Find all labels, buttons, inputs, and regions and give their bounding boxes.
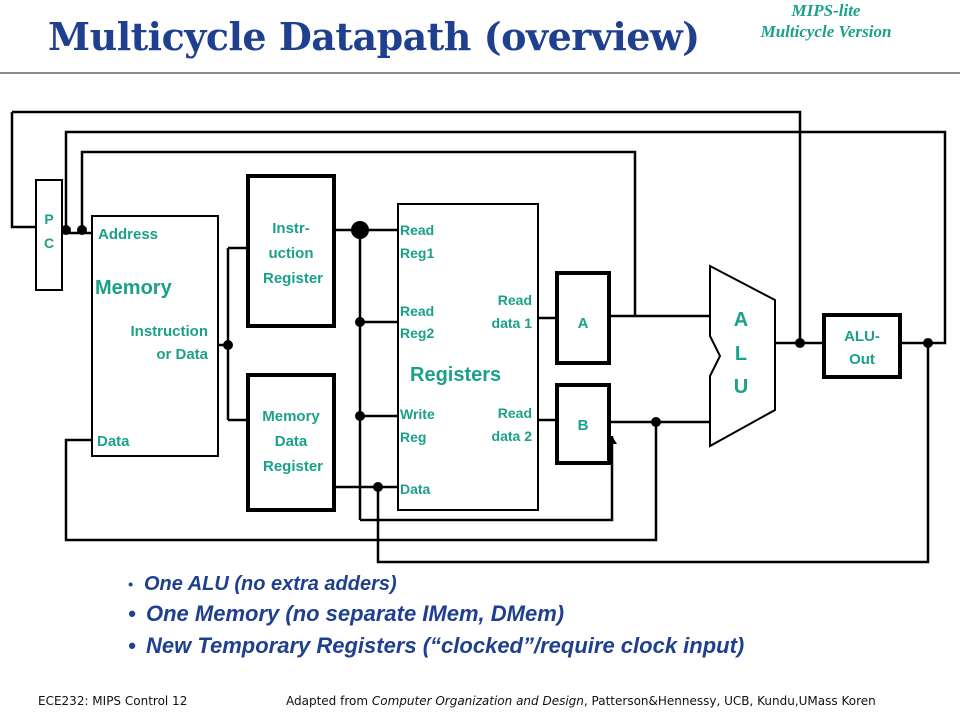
pc-register: P C — [35, 179, 63, 291]
register-b: B — [555, 383, 611, 465]
footer-credit-suffix: , Patterson&Hennessy, UCB, Kundu,UMass K… — [583, 694, 876, 708]
bullet-list: One ALU (no extra adders) One Memory (no… — [128, 570, 744, 662]
junction-dots — [61, 221, 933, 492]
subtitle-line-1: MIPS-lite — [791, 1, 861, 20]
alu-out-line2: Out — [849, 351, 875, 368]
read-reg2-line2: Reg2 — [400, 325, 434, 341]
memory-address-label: Address — [98, 226, 158, 243]
alu-out-register: ALU- Out — [822, 313, 902, 379]
slide-title: Multicycle Datapath (overview) — [48, 14, 700, 59]
ir-line2: uction — [269, 245, 314, 262]
bullet-item: One Memory (no separate IMem, DMem) — [128, 598, 744, 630]
memory-instr-line2: or Data — [156, 346, 208, 363]
ir-line1: Instr- — [272, 220, 310, 237]
memory-instr-line1: Instruction — [131, 323, 209, 340]
pc-label-c: C — [44, 235, 54, 251]
register-a-label: A — [578, 315, 589, 332]
alu-letter-l: L — [735, 343, 747, 365]
memory-data-register: Memory Data Register — [246, 373, 336, 512]
register-b-label: B — [578, 417, 589, 434]
datapath-diagram: .w { fill:none; stroke:#000; stroke-widt… — [10, 110, 947, 564]
read-data1-line2: data 1 — [492, 315, 533, 331]
alu-letter-u: U — [734, 376, 748, 398]
read-reg1-line1: Read — [400, 222, 434, 238]
alu: A L U — [709, 264, 776, 448]
bullet-item: One ALU (no extra adders) — [128, 570, 744, 598]
alu-out-line1: ALU- — [844, 328, 880, 345]
ir-line3: Register — [263, 270, 323, 287]
subtitle-line-2: Multicycle Version — [760, 22, 892, 41]
registers-name: Registers — [410, 364, 501, 386]
footer-course: ECE232: MIPS Control 12 — [38, 694, 188, 708]
write-reg-line2: Reg — [400, 429, 426, 445]
register-a: A — [555, 271, 611, 365]
instruction-register: Instr- uction Register — [246, 174, 336, 328]
read-data2-line1: Read — [498, 405, 532, 421]
register-data-label: Data — [400, 481, 431, 497]
read-data1-line1: Read — [498, 292, 532, 308]
pc-label-p: P — [44, 211, 53, 227]
read-reg2-line1: Read — [400, 303, 434, 319]
read-reg1-line2: Reg1 — [400, 245, 434, 261]
footer-credit: Adapted from Computer Organization and D… — [286, 694, 876, 708]
memory-block: Address Memory Instruction or Data Data — [91, 215, 219, 457]
mdr-line2: Data — [275, 433, 308, 450]
slide-subtitle: MIPS-lite Multicycle Version — [726, 0, 926, 42]
mdr-line3: Register — [263, 458, 323, 475]
register-file: Read Reg1 Read Reg2 Write Reg Data Read … — [397, 203, 539, 511]
read-data2-line2: data 2 — [492, 428, 533, 444]
memory-name: Memory — [95, 277, 173, 299]
footer-credit-prefix: Adapted from — [286, 694, 372, 708]
write-reg-line1: Write — [400, 406, 435, 422]
footer-credit-book: Computer Organization and Design — [371, 694, 584, 708]
alu-letter-a: A — [734, 309, 748, 331]
memory-data-label: Data — [97, 433, 130, 450]
bullet-item: New Temporary Registers (“clocked”/requi… — [128, 630, 744, 662]
title-divider — [0, 72, 960, 74]
mdr-line1: Memory — [262, 408, 320, 425]
